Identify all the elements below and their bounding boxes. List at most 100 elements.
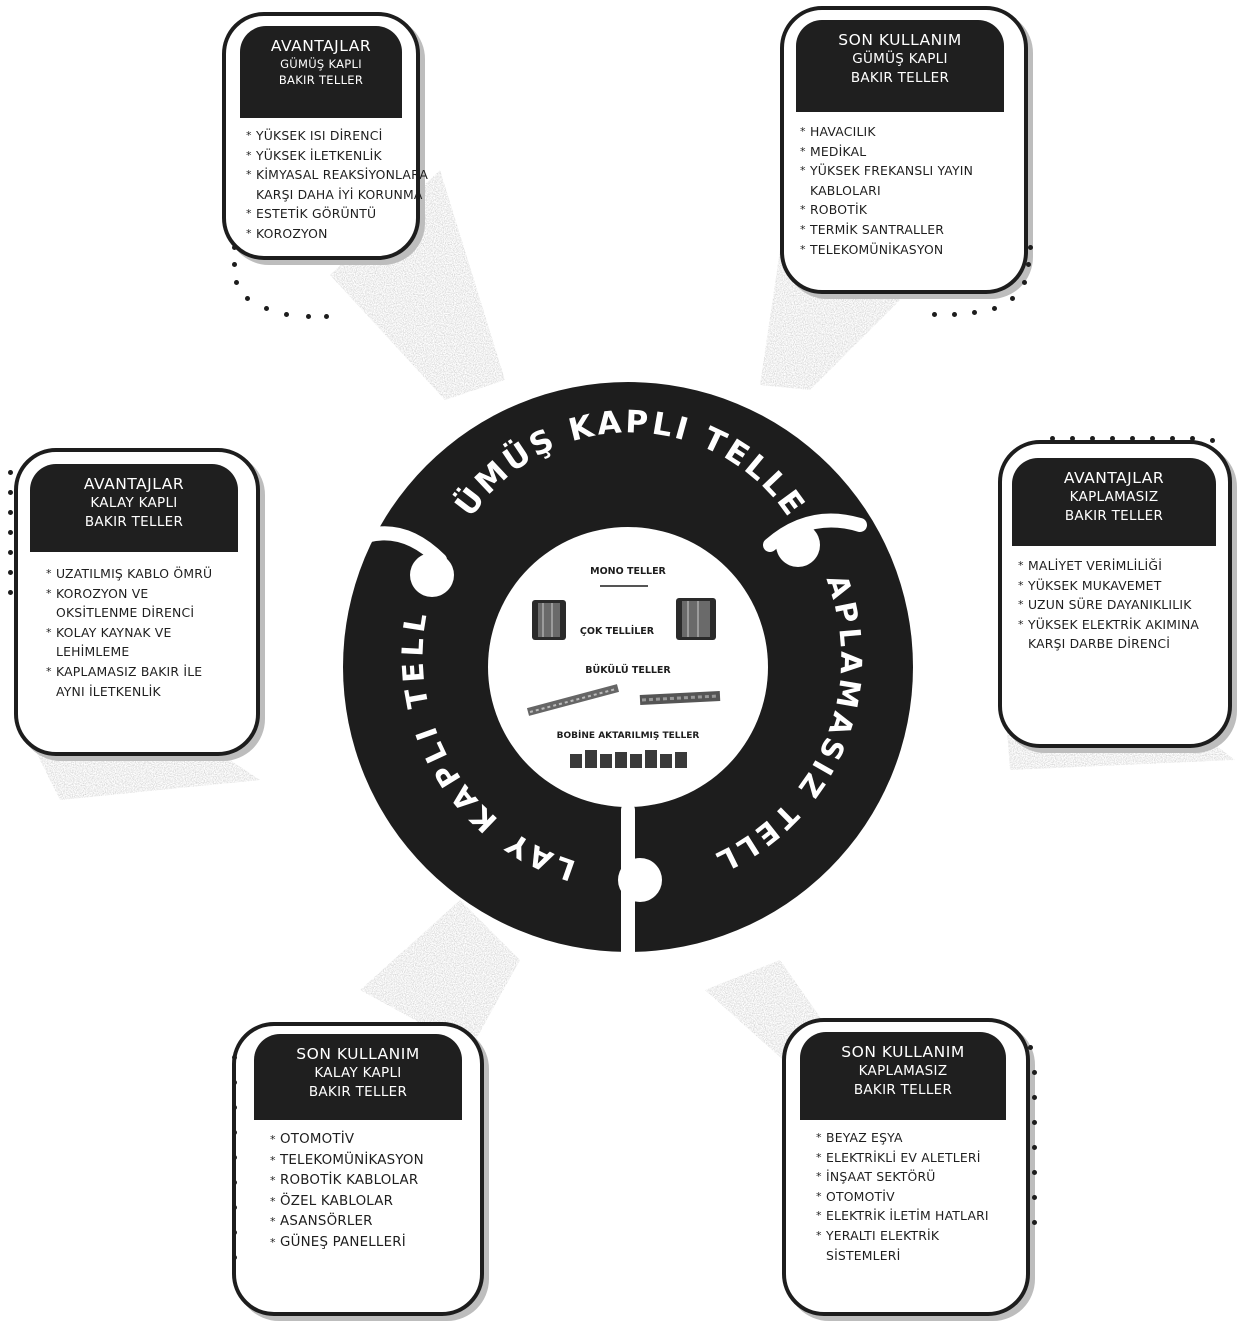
list-item: KİMYASAL REAKSİYONLARA bbox=[246, 165, 446, 185]
trail-dot bbox=[1090, 436, 1095, 441]
card-header: AVANTAJLAR KALAY KAPLI BAKIR TELLER bbox=[30, 464, 238, 552]
list-item: KAPLAMASIZ BAKIR İLE bbox=[46, 662, 256, 682]
multi-wire-label: ÇOK TELLİLER bbox=[580, 626, 655, 637]
trail-dot bbox=[232, 1155, 237, 1160]
item-list: UZATILMIŞ KABLO ÖMRÜ KOROZYON VE OKSİTLE… bbox=[46, 564, 256, 701]
item-list: HAVACILIK MEDİKAL YÜKSEK FREKANSLI YAYIN… bbox=[800, 122, 1010, 259]
card-title: AVANTAJLAR bbox=[270, 37, 372, 55]
card-subtitle: BAKIR TELLER bbox=[853, 1082, 953, 1098]
spool-icon-right bbox=[676, 598, 716, 640]
card-bare-advantages: AVANTAJLAR KAPLAMASIZ BAKIR TELLER MALİY… bbox=[998, 440, 1232, 748]
list-item: YÜKSEK MUKAVEMET bbox=[1018, 576, 1230, 596]
list-item: KOLAY KAYNAK VE bbox=[46, 623, 256, 643]
small-bobbins-icon bbox=[570, 750, 687, 768]
card-subtitle: BAKIR TELLER bbox=[1064, 508, 1164, 524]
spool-icon-left bbox=[532, 600, 566, 640]
trail-dot bbox=[232, 1230, 237, 1235]
list-item: TELEKOMÜNİKASYON bbox=[270, 1151, 470, 1172]
card-subtitle: KAPLAMASIZ bbox=[1069, 489, 1159, 505]
card-header: SON KULLANIM GÜMÜŞ KAPLI BAKIR TELLER bbox=[796, 20, 1004, 112]
trail-dot bbox=[1028, 245, 1033, 250]
list-item: ELEKTRİKLİ EV ALETLERİ bbox=[816, 1148, 1022, 1168]
card-tin-advantages: AVANTAJLAR KALAY KAPLI BAKIR TELLER UZAT… bbox=[14, 448, 260, 756]
trail-dot bbox=[1070, 436, 1075, 441]
card-header: SON KULLANIM KAPLAMASIZ BAKIR TELLER bbox=[800, 1032, 1006, 1120]
list-item: ELEKTRİK İLETİM HATLARI bbox=[816, 1206, 1022, 1226]
trail-dot bbox=[8, 530, 13, 535]
twisted-wire-icon bbox=[526, 684, 721, 716]
card-subtitle: KALAY KAPLI bbox=[90, 495, 178, 511]
trail-dot bbox=[1210, 438, 1215, 443]
list-item: AYNI İLETKENLİK bbox=[56, 683, 161, 699]
item-list: MALİYET VERİMLİLİĞİ YÜKSEK MUKAVEMET UZU… bbox=[1018, 556, 1230, 654]
trail-dot bbox=[1032, 1220, 1037, 1225]
list-item: YERALTI ELEKTRİK bbox=[816, 1226, 1022, 1246]
list-item: YÜKSEK İLETKENLİK bbox=[246, 146, 446, 166]
list-item: KARŞI DAHA İYİ KORUNMA bbox=[256, 186, 423, 202]
trail-dot bbox=[992, 306, 997, 311]
list-item: UZUN SÜRE DAYANIKLILIK bbox=[1018, 595, 1230, 615]
trail-dot bbox=[1050, 436, 1055, 441]
trail-dot bbox=[1032, 1070, 1037, 1075]
trail-dot bbox=[232, 262, 237, 267]
trail-dot bbox=[232, 1055, 237, 1060]
list-item: ROBOTİK KABLOLAR bbox=[270, 1171, 470, 1192]
list-item: OKSİTLENME DİRENCİ bbox=[56, 605, 195, 621]
trail-dot bbox=[1032, 1095, 1037, 1100]
trail-dot bbox=[232, 245, 237, 250]
card-silver-advantages: AVANTAJLAR GÜMÜŞ KAPLI BAKIR TELLER YÜKS… bbox=[222, 12, 428, 260]
list-item: KARŞI DARBE DİRENCİ bbox=[1028, 636, 1171, 652]
card-title: SON KULLANIM bbox=[838, 31, 962, 49]
trail-dot bbox=[8, 490, 13, 495]
card-subtitle: BAKIR TELLER bbox=[278, 73, 364, 87]
trail-dot bbox=[232, 1080, 237, 1085]
card-subtitle: BAKIR TELLER bbox=[84, 514, 184, 530]
list-item: MALİYET VERİMLİLİĞİ bbox=[1018, 556, 1230, 576]
trail-dot bbox=[972, 310, 977, 315]
card-title: SON KULLANIM bbox=[841, 1043, 965, 1061]
item-list: OTOMOTİV TELEKOMÜNİKASYON ROBOTİK KABLOL… bbox=[270, 1130, 470, 1254]
card-silver-enduse: SON KULLANIM GÜMÜŞ KAPLI BAKIR TELLER HA… bbox=[780, 6, 1028, 294]
trail-dot bbox=[1170, 436, 1175, 441]
trail-dot bbox=[1026, 262, 1031, 267]
trail-dot bbox=[1022, 280, 1027, 285]
card-title: SON KULLANIM bbox=[296, 1045, 420, 1063]
trail-dot bbox=[1010, 296, 1015, 301]
trail-dot bbox=[284, 312, 289, 317]
card-subtitle: BAKIR TELLER bbox=[850, 70, 950, 86]
trail-dot bbox=[8, 510, 13, 515]
trail-dot bbox=[1032, 1145, 1037, 1150]
trail-dot bbox=[232, 1255, 237, 1260]
list-item: LEHİMLEME bbox=[56, 644, 130, 660]
card-subtitle: KALAY KAPLI bbox=[314, 1065, 402, 1081]
card-subtitle: BAKIR TELLER bbox=[308, 1084, 408, 1100]
card-subtitle: GÜMÜŞ KAPLI bbox=[280, 57, 362, 71]
list-item: İNŞAAT SEKTÖRÜ bbox=[816, 1167, 1022, 1187]
trail-dot bbox=[234, 280, 239, 285]
card-header: AVANTAJLAR KAPLAMASIZ BAKIR TELLER bbox=[1012, 458, 1216, 546]
list-item: UZATILMIŞ KABLO ÖMRÜ bbox=[46, 564, 256, 584]
card-subtitle: GÜMÜŞ KAPLI bbox=[852, 51, 948, 67]
trail-dot bbox=[8, 550, 13, 555]
list-item: BEYAZ EŞYA bbox=[816, 1128, 1022, 1148]
trail-dot bbox=[1032, 1195, 1037, 1200]
list-item: KABLOLARI bbox=[810, 182, 881, 198]
trail-dot bbox=[952, 312, 957, 317]
trail-dot bbox=[8, 590, 13, 595]
list-item: KOROZYON VE bbox=[46, 584, 256, 604]
list-item: GÜNEŞ PANELLERİ bbox=[270, 1233, 470, 1254]
bobbin-wire-label: BOBİNE AKTARILMIŞ TELLER bbox=[557, 730, 700, 741]
list-item: ASANSÖRLER bbox=[270, 1212, 470, 1233]
trail-dot bbox=[932, 312, 937, 317]
list-item: YÜKSEK FREKANSLI YAYIN bbox=[800, 161, 1010, 181]
list-item: YÜKSEK ISI DİRENCİ bbox=[246, 126, 446, 146]
trail-dot bbox=[232, 1180, 237, 1185]
list-item: MEDİKAL bbox=[800, 142, 1010, 162]
trail-dot bbox=[1032, 1170, 1037, 1175]
card-subtitle: KAPLAMASIZ bbox=[858, 1063, 948, 1079]
list-item: ROBOTİK bbox=[800, 200, 1010, 220]
card-title: AVANTAJLAR bbox=[83, 475, 185, 493]
trail-dot bbox=[1130, 436, 1135, 441]
card-bare-enduse: SON KULLANIM KAPLAMASIZ BAKIR TELLER BEY… bbox=[782, 1018, 1030, 1316]
list-item: TERMİK SANTRALLER bbox=[800, 220, 1010, 240]
